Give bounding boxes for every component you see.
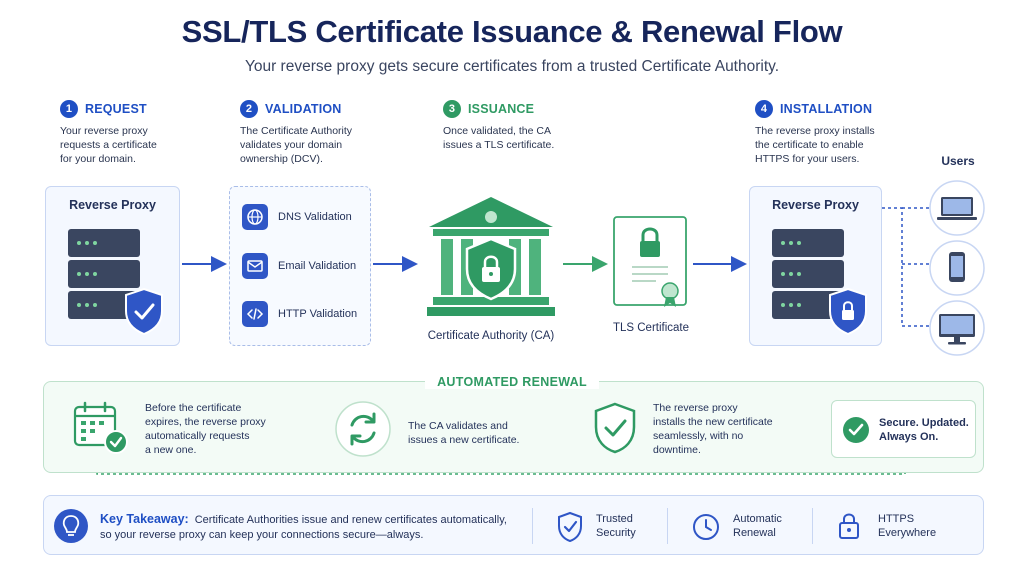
padlock-icon xyxy=(839,513,859,539)
renewal-text-line: issues a new certificate. xyxy=(408,434,520,446)
renewal-text-line: The CA validates and xyxy=(408,420,508,432)
step-desc-line: HTTPS for your users. xyxy=(755,153,860,165)
badge-line: Renewal xyxy=(733,527,776,539)
tls-certificate-icon xyxy=(613,216,687,307)
step-installation: 4 INSTALLATION The reverse proxy installs… xyxy=(755,100,925,166)
result-line: Always On. xyxy=(879,431,939,443)
http-validation: HTTP Validation xyxy=(242,301,357,327)
ca-label: Certificate Authority (CA) xyxy=(427,330,555,342)
step-number: 4 xyxy=(755,100,773,118)
dns-validation: DNS Validation xyxy=(242,204,352,230)
step-desc-line: validates your domain xyxy=(240,139,343,151)
renewal-result-card: Secure. Updated. Always On. xyxy=(831,400,976,458)
badge-line: Everywhere xyxy=(878,527,937,539)
clock-icon xyxy=(693,514,719,540)
step-number: 3 xyxy=(443,100,461,118)
renewal-text-line: expires, the reverse proxy xyxy=(145,416,266,428)
reverse-proxy-card-left: Reverse Proxy xyxy=(45,186,180,346)
shield-check-icon xyxy=(594,402,636,454)
globe-icon xyxy=(242,204,268,230)
lightbulb-icon xyxy=(54,509,88,543)
renewal-title: AUTOMATED RENEWAL xyxy=(425,375,599,389)
divider xyxy=(532,508,533,544)
refresh-cycle-icon xyxy=(335,401,391,457)
card-title: Reverse Proxy xyxy=(772,198,859,212)
result-line: Secure. Updated. xyxy=(879,417,969,429)
step-desc-line: The Certificate Authority xyxy=(240,125,353,137)
reverse-proxy-card-right: Reverse Proxy xyxy=(749,186,882,346)
renewal-text-line: automatically requests xyxy=(145,430,250,442)
step-label: VALIDATION xyxy=(265,102,342,116)
step-desc-line: ownership (DCV). xyxy=(240,153,323,165)
tls-certificate-label: TLS Certificate xyxy=(612,322,690,334)
step-desc-line: The reverse proxy installs xyxy=(755,125,875,137)
users-label: Users xyxy=(941,154,975,168)
takeaway-line: so your reverse proxy can keep your conn… xyxy=(100,529,424,541)
calendar-check-icon xyxy=(73,401,128,454)
takeaway-text: Key Takeaway: Certificate Authorities iss… xyxy=(100,512,520,543)
check-circle-icon xyxy=(843,417,869,443)
badge-https-everywhere: HTTPS Everywhere xyxy=(878,512,936,540)
step-desc-line: issues a TLS certificate. xyxy=(443,139,555,151)
shield-check-icon xyxy=(558,511,582,543)
takeaway-label: Key Takeaway: xyxy=(100,512,189,526)
step-number: 1 xyxy=(60,100,78,118)
envelope-icon xyxy=(242,253,268,279)
card-title: Reverse Proxy xyxy=(69,198,156,212)
renewal-step-request: Before the certificate expires, the reve… xyxy=(145,401,285,457)
renewal-step-validate: The CA validates and issues a new certif… xyxy=(408,419,538,447)
validation-methods-card: DNS Validation Email Validation HTTP Val… xyxy=(229,186,371,346)
key-takeaway-panel xyxy=(43,495,984,555)
renewal-text-line: installs the new certificate xyxy=(653,416,773,428)
step-label: REQUEST xyxy=(85,102,147,116)
certificate-authority-icon xyxy=(427,197,555,316)
divider xyxy=(667,508,668,544)
step-label: ISSUANCE xyxy=(468,102,535,116)
desktop-monitor-icon xyxy=(929,300,985,356)
validation-label: HTTP Validation xyxy=(278,308,358,320)
laptop-icon xyxy=(929,180,985,236)
badge-trusted-security: Trusted Security xyxy=(596,512,636,540)
code-icon xyxy=(242,301,268,327)
renewal-text-line: a new one. xyxy=(145,444,197,456)
badge-line: Automatic xyxy=(733,513,782,525)
page-title: SSL/TLS Certificate Issuance & Renewal F… xyxy=(181,14,843,49)
renewal-text-line: The reverse proxy xyxy=(653,402,738,414)
page-subtitle: Your reverse proxy gets secure certifica… xyxy=(244,58,780,75)
renewal-text-line: downtime. xyxy=(653,444,701,456)
takeaway-line: Certificate Authorities issue and renew … xyxy=(194,514,507,526)
server-icon xyxy=(772,229,867,336)
divider xyxy=(812,508,813,544)
renewal-text-line: Before the certificate xyxy=(145,402,242,414)
users-devices xyxy=(929,180,985,356)
step-desc-line: Your reverse proxy xyxy=(60,125,148,137)
renewal-step-install: The reverse proxy installs the new certi… xyxy=(653,401,793,457)
step-validation: 2 VALIDATION The Certificate Authority va… xyxy=(240,100,410,166)
server-icon xyxy=(68,229,163,336)
email-validation: Email Validation xyxy=(242,253,356,279)
step-label: INSTALLATION xyxy=(780,102,873,116)
validation-label: DNS Validation xyxy=(278,211,352,223)
badge-line: Trusted xyxy=(596,513,633,525)
badge-line: Security xyxy=(596,527,636,539)
renewal-text-line: seamlessly, with no xyxy=(653,430,744,442)
step-desc-line: the certificate to enable xyxy=(755,139,864,151)
step-request: 1 REQUEST Your reverse proxy requests a c… xyxy=(60,100,210,166)
badge-automatic-renewal: Automatic Renewal xyxy=(733,512,782,540)
step-desc-line: requests a certificate xyxy=(60,139,157,151)
step-number: 2 xyxy=(240,100,258,118)
step-desc-line: for your domain. xyxy=(60,153,136,165)
validation-label: Email Validation xyxy=(278,260,357,272)
step-issuance: 3 ISSUANCE Once validated, the CA issues … xyxy=(443,100,613,152)
step-desc-line: Once validated, the CA xyxy=(443,125,551,137)
badge-line: HTTPS xyxy=(878,513,915,525)
smartphone-icon xyxy=(929,240,985,296)
